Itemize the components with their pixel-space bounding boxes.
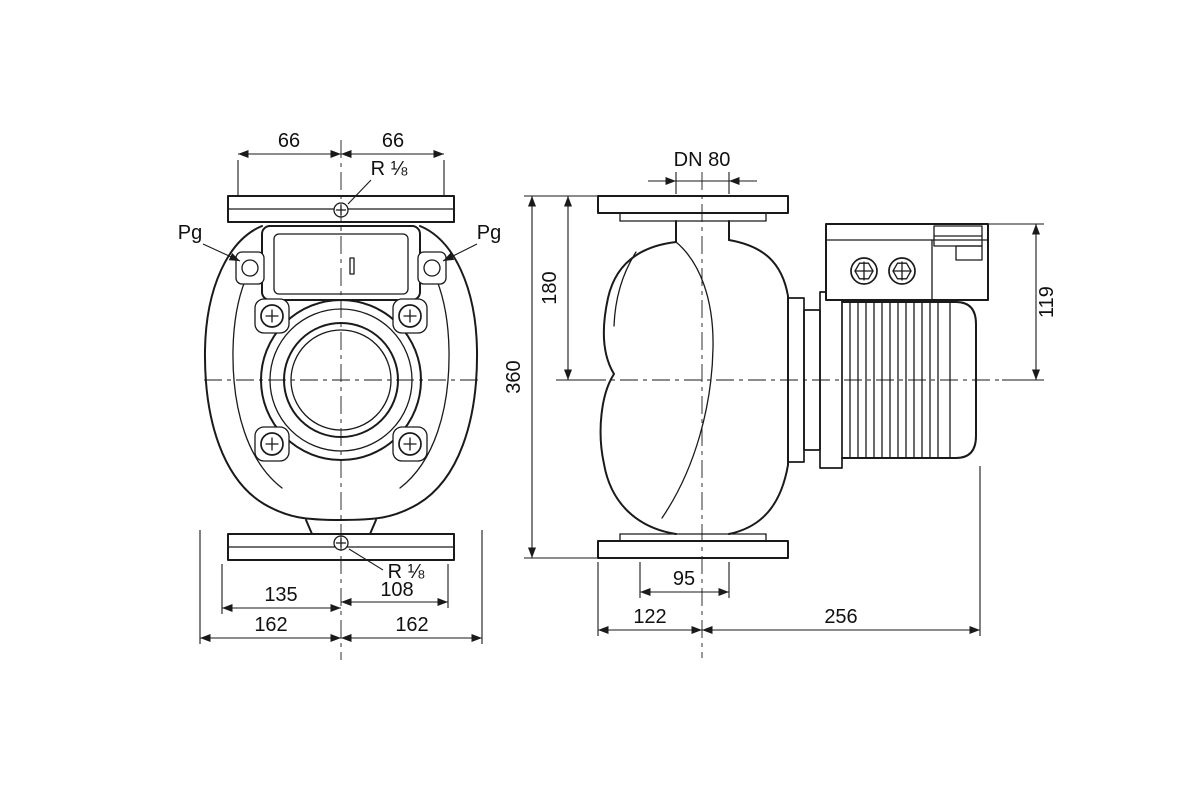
dim-label-122: 122 [633, 606, 666, 628]
label-pg-left: Pg [178, 222, 202, 244]
dim-label-66-right: 66 [382, 130, 404, 152]
side-centerlines [556, 172, 1014, 658]
dim-label-360: 360 [503, 360, 525, 393]
side-view: DN 80 360 180 119 95 122 256 [503, 149, 1058, 658]
dim-label-180: 180 [539, 271, 561, 304]
label-r-eighth-top: R ⅛ [371, 158, 408, 180]
dim-label-119: 119 [1036, 286, 1058, 318]
front-labels: 66 66 R ⅛ Pg Pg R ⅛ 108 135 162 162 [178, 130, 501, 636]
dim-label-135: 135 [264, 584, 297, 606]
front-centerlines [204, 140, 478, 660]
bolt-boss-top-right [392, 298, 428, 334]
terminal-screw-left [850, 257, 878, 285]
dim-label-162-left: 162 [254, 614, 287, 636]
cable-gland-right [417, 251, 447, 285]
label-r-eighth-bottom: R ⅛ [388, 561, 425, 583]
terminal-screw-right [888, 257, 916, 285]
dim-label-66-left: 66 [278, 130, 300, 152]
label-pg-right: Pg [477, 222, 501, 244]
dim-label-dn80: DN 80 [674, 149, 731, 171]
leader-pg-left [202, 243, 241, 262]
leader-r-bottom [348, 548, 384, 571]
side-dimensions [524, 172, 1044, 636]
dim-label-162-right: 162 [395, 614, 428, 636]
bolt-boss-bottom-left [254, 426, 290, 462]
terminal-box-side [825, 223, 989, 301]
bolt-boss-top-left [254, 298, 290, 334]
dim-label-95: 95 [673, 568, 695, 590]
front-dimensions [199, 150, 483, 644]
leader-pg-right [442, 243, 478, 262]
cable-gland-left [235, 251, 265, 285]
dim-label-108: 108 [380, 579, 413, 601]
front-view: 66 66 R ⅛ Pg Pg R ⅛ 108 135 162 162 [178, 130, 501, 660]
leader-r-top [347, 179, 372, 205]
dim-label-256: 256 [824, 606, 857, 628]
side-labels: DN 80 360 180 119 95 122 256 [503, 149, 1058, 628]
bolt-boss-bottom-right [392, 426, 428, 462]
